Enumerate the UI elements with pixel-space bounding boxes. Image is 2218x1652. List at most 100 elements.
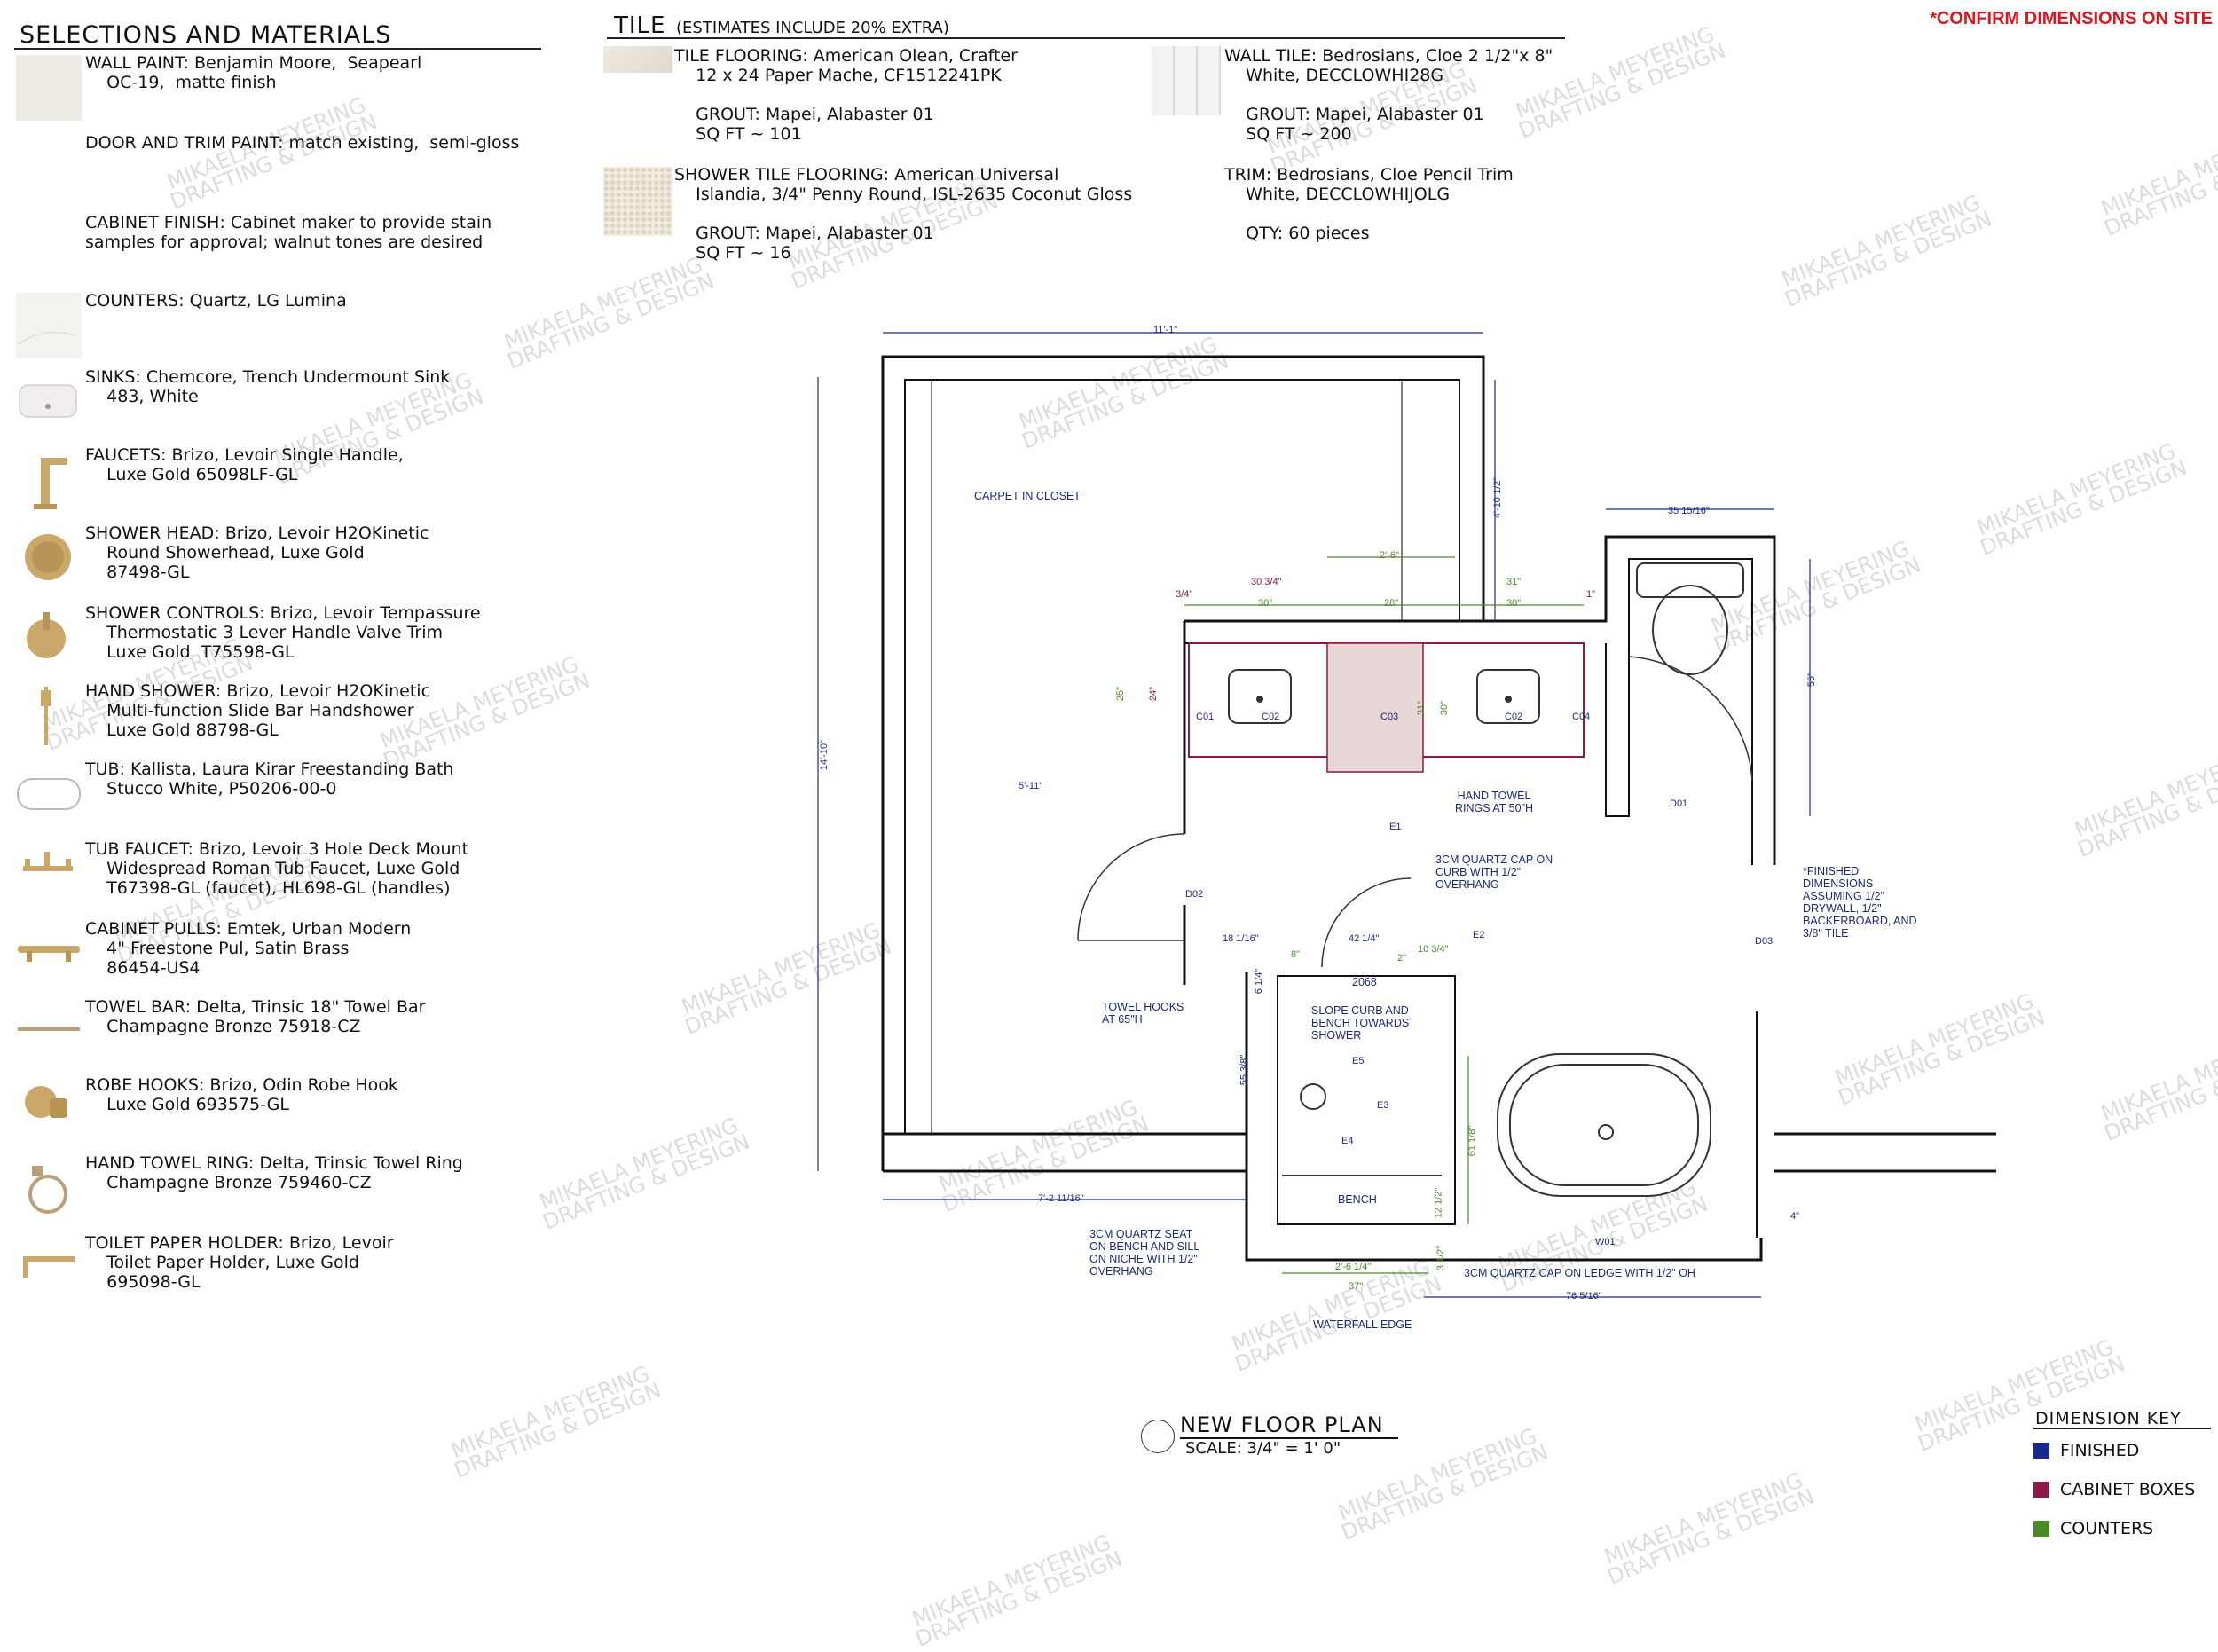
note-quartz-ledge: 3CM QUARTZ CAP ON LEDGE WITH 1/2" OH bbox=[1464, 1267, 1695, 1279]
door-e1-swing bbox=[1321, 877, 1412, 968]
dim-wc-width: 35 15/16" bbox=[1668, 506, 1710, 516]
wall-tile-swatch bbox=[1152, 46, 1221, 115]
tub-faucet-icon bbox=[14, 839, 83, 909]
dim-42: 42 1/4" bbox=[1349, 933, 1380, 944]
key-finished: FINISHED bbox=[2033, 1441, 2139, 1460]
tile-note: (ESTIMATES INCLUDE 20% EXTRA) bbox=[676, 19, 949, 37]
selection-text: HAND TOWEL RING: Delta, Trinsic Towel Ri… bbox=[85, 1153, 463, 1192]
note-door-size: 2068 bbox=[1352, 976, 1377, 988]
dim-55: 55 3/8" bbox=[1239, 1054, 1250, 1086]
dimension-key-title: DIMENSION KEY bbox=[2035, 1409, 2182, 1428]
selection-text: TUB FAUCET: Brizo, Levoir 3 Hole Deck Mo… bbox=[85, 839, 469, 898]
tag-e2: E2 bbox=[1473, 930, 1485, 940]
note-quartz-seat: 3CM QUARTZ SEAT ON BENCH AND SILL ON NIC… bbox=[1089, 1228, 1200, 1278]
floor-plan-drawing bbox=[817, 332, 1996, 1298]
shower-head-icon bbox=[14, 523, 83, 593]
toilet bbox=[1636, 562, 1744, 675]
tag-e1: E1 bbox=[1389, 822, 1402, 832]
vanity-counter bbox=[1188, 642, 1585, 773]
confirm-dimensions-note: *CONFIRM DIMENSIONS ON SITE bbox=[1930, 9, 2213, 28]
dim-closet-height: 4'-10 1/2" bbox=[1492, 476, 1504, 519]
dim-2: 2" bbox=[1397, 953, 1407, 964]
key-counters-swatch bbox=[2033, 1521, 2049, 1537]
tp-holder-icon bbox=[14, 1233, 83, 1302]
shower-controls-icon bbox=[14, 603, 83, 673]
selection-text: TUB: Kallista, Laura Kirar Freestanding … bbox=[85, 759, 454, 798]
dim-37: 37" bbox=[1349, 1281, 1364, 1292]
tile-flooring-swatch bbox=[603, 46, 672, 73]
plan-reference-bubble bbox=[1141, 1420, 1175, 1453]
selection-text: SHOWER CONTROLS: Brizo, Levoir Tempassur… bbox=[85, 603, 481, 662]
floor-plan-rule bbox=[1180, 1437, 1398, 1439]
dim-3-4: 3/4" bbox=[1176, 589, 1193, 600]
tag-c02a: C02 bbox=[1262, 712, 1280, 722]
cabinet-pull-icon bbox=[14, 919, 83, 988]
dim-bottom: 7'-2 11/16" bbox=[1038, 1193, 1084, 1204]
selection-text: HAND SHOWER: Brizo, Levoir H2OKinetic Mu… bbox=[85, 681, 431, 740]
note-finished-dimensions: *FINISHED DIMENSIONS ASSUMING 1/2" DRYWA… bbox=[1803, 865, 1917, 940]
hand-shower-icon bbox=[14, 681, 83, 751]
dim-30v: 30" bbox=[1439, 700, 1451, 716]
selection-text: WALL PAINT: Benjamin Moore, Seapearl OC-… bbox=[85, 53, 422, 92]
dim-30b: 30" bbox=[1506, 598, 1522, 609]
note-quartz-cap: 3CM QUARTZ CAP ON CURB WITH 1/2" OVERHAN… bbox=[1435, 854, 1553, 891]
dim-31: 31" bbox=[1506, 577, 1522, 587]
tag-c02b: C02 bbox=[1505, 712, 1523, 722]
dim-8: 8" bbox=[1291, 949, 1301, 960]
tag-w01: W01 bbox=[1595, 1237, 1616, 1247]
tag-d01: D01 bbox=[1670, 798, 1688, 809]
note-slope: SLOPE CURB AND BENCH TOWARDS SHOWER bbox=[1311, 1004, 1410, 1042]
dim-10: 10 3/4" bbox=[1418, 944, 1449, 955]
note-towel-rings: HAND TOWEL RINGS AT 50"H bbox=[1455, 790, 1534, 814]
tag-e4: E4 bbox=[1341, 1136, 1354, 1146]
dim-61: 61 1/8" bbox=[1467, 1125, 1478, 1157]
selection-text: CABINET FINISH: Cabinet maker to provide… bbox=[85, 213, 492, 252]
dim-76: 76 5/16" bbox=[1566, 1291, 1602, 1302]
dim-2-6: 2'-6" bbox=[1380, 550, 1399, 561]
dim-28: 28" bbox=[1384, 598, 1399, 609]
tag-e3: E3 bbox=[1377, 1100, 1389, 1111]
tag-c04: C04 bbox=[1572, 712, 1591, 722]
robe-hook-icon bbox=[14, 1075, 83, 1145]
floor-plan-title: NEW FLOOR PLAN bbox=[1180, 1412, 1384, 1437]
quartz-swatch-icon bbox=[14, 291, 83, 360]
shower-curb bbox=[1277, 975, 1456, 1225]
tag-d02: D02 bbox=[1185, 889, 1204, 900]
note-bench: BENCH bbox=[1338, 1193, 1377, 1206]
shower-fixtures bbox=[1282, 1083, 1442, 1176]
wc-walls bbox=[1605, 558, 1753, 865]
note-carpet: CARPET IN CLOSET bbox=[974, 490, 1081, 502]
selection-text: COUNTERS: Quartz, LG Lumina bbox=[85, 291, 347, 311]
dim-31v: 31" bbox=[1416, 700, 1428, 716]
dim-closet-width: 5'-11" bbox=[1019, 781, 1043, 791]
key-cabinet-swatch bbox=[2033, 1482, 2049, 1498]
tag-e5: E5 bbox=[1352, 1056, 1365, 1066]
tag-c03: C03 bbox=[1380, 712, 1399, 722]
tile-trim-text: TRIM: Bedrosians, Cloe Pencil Trim White… bbox=[1224, 165, 1514, 243]
tub-icon bbox=[14, 759, 83, 829]
selection-text: SHOWER HEAD: Brizo, Levoir H2OKinetic Ro… bbox=[85, 523, 429, 582]
key-counters: COUNTERS bbox=[2033, 1519, 2153, 1538]
closet-outer-wall bbox=[881, 355, 1485, 1171]
dim-top: 11'-1" bbox=[1153, 325, 1178, 335]
selection-text: DOOR AND TRIM PAINT: match existing, sem… bbox=[85, 133, 520, 153]
selection-text: TOWEL BAR: Delta, Trinsic 18" Towel Bar … bbox=[85, 997, 426, 1036]
dimension-key-rule bbox=[2033, 1428, 2211, 1429]
selections-rule bbox=[14, 48, 541, 50]
key-finished-swatch bbox=[2033, 1443, 2049, 1459]
tag-c01: C01 bbox=[1196, 712, 1215, 722]
tile-wall-text: WALL TILE: Bedrosians, Cloe 2 1/2"x 8" W… bbox=[1224, 46, 1553, 144]
dim-2-6-1-4: 2'-6 1/4" bbox=[1335, 1262, 1372, 1272]
selection-text: SINKS: Chemcore, Trench Undermount Sink … bbox=[85, 367, 451, 406]
tile-title: TILE bbox=[614, 12, 666, 39]
dim-25: 25" bbox=[1115, 686, 1127, 702]
selection-text: TOILET PAPER HOLDER: Brizo, Levoir Toile… bbox=[85, 1233, 394, 1292]
shower-outer bbox=[1245, 972, 1763, 1262]
paint-swatch-icon bbox=[14, 53, 83, 122]
dim-24: 24" bbox=[1148, 686, 1160, 702]
tile-rule bbox=[607, 37, 1565, 39]
selection-text: CABINET PULLS: Emtek, Urban Modern 4" Fr… bbox=[85, 919, 412, 978]
door-d02-swing bbox=[1077, 833, 1185, 941]
selections-title: SELECTIONS AND MATERIALS bbox=[20, 21, 392, 49]
tile-flooring-text: TILE FLOORING: American Olean, Crafter 1… bbox=[674, 46, 1018, 144]
